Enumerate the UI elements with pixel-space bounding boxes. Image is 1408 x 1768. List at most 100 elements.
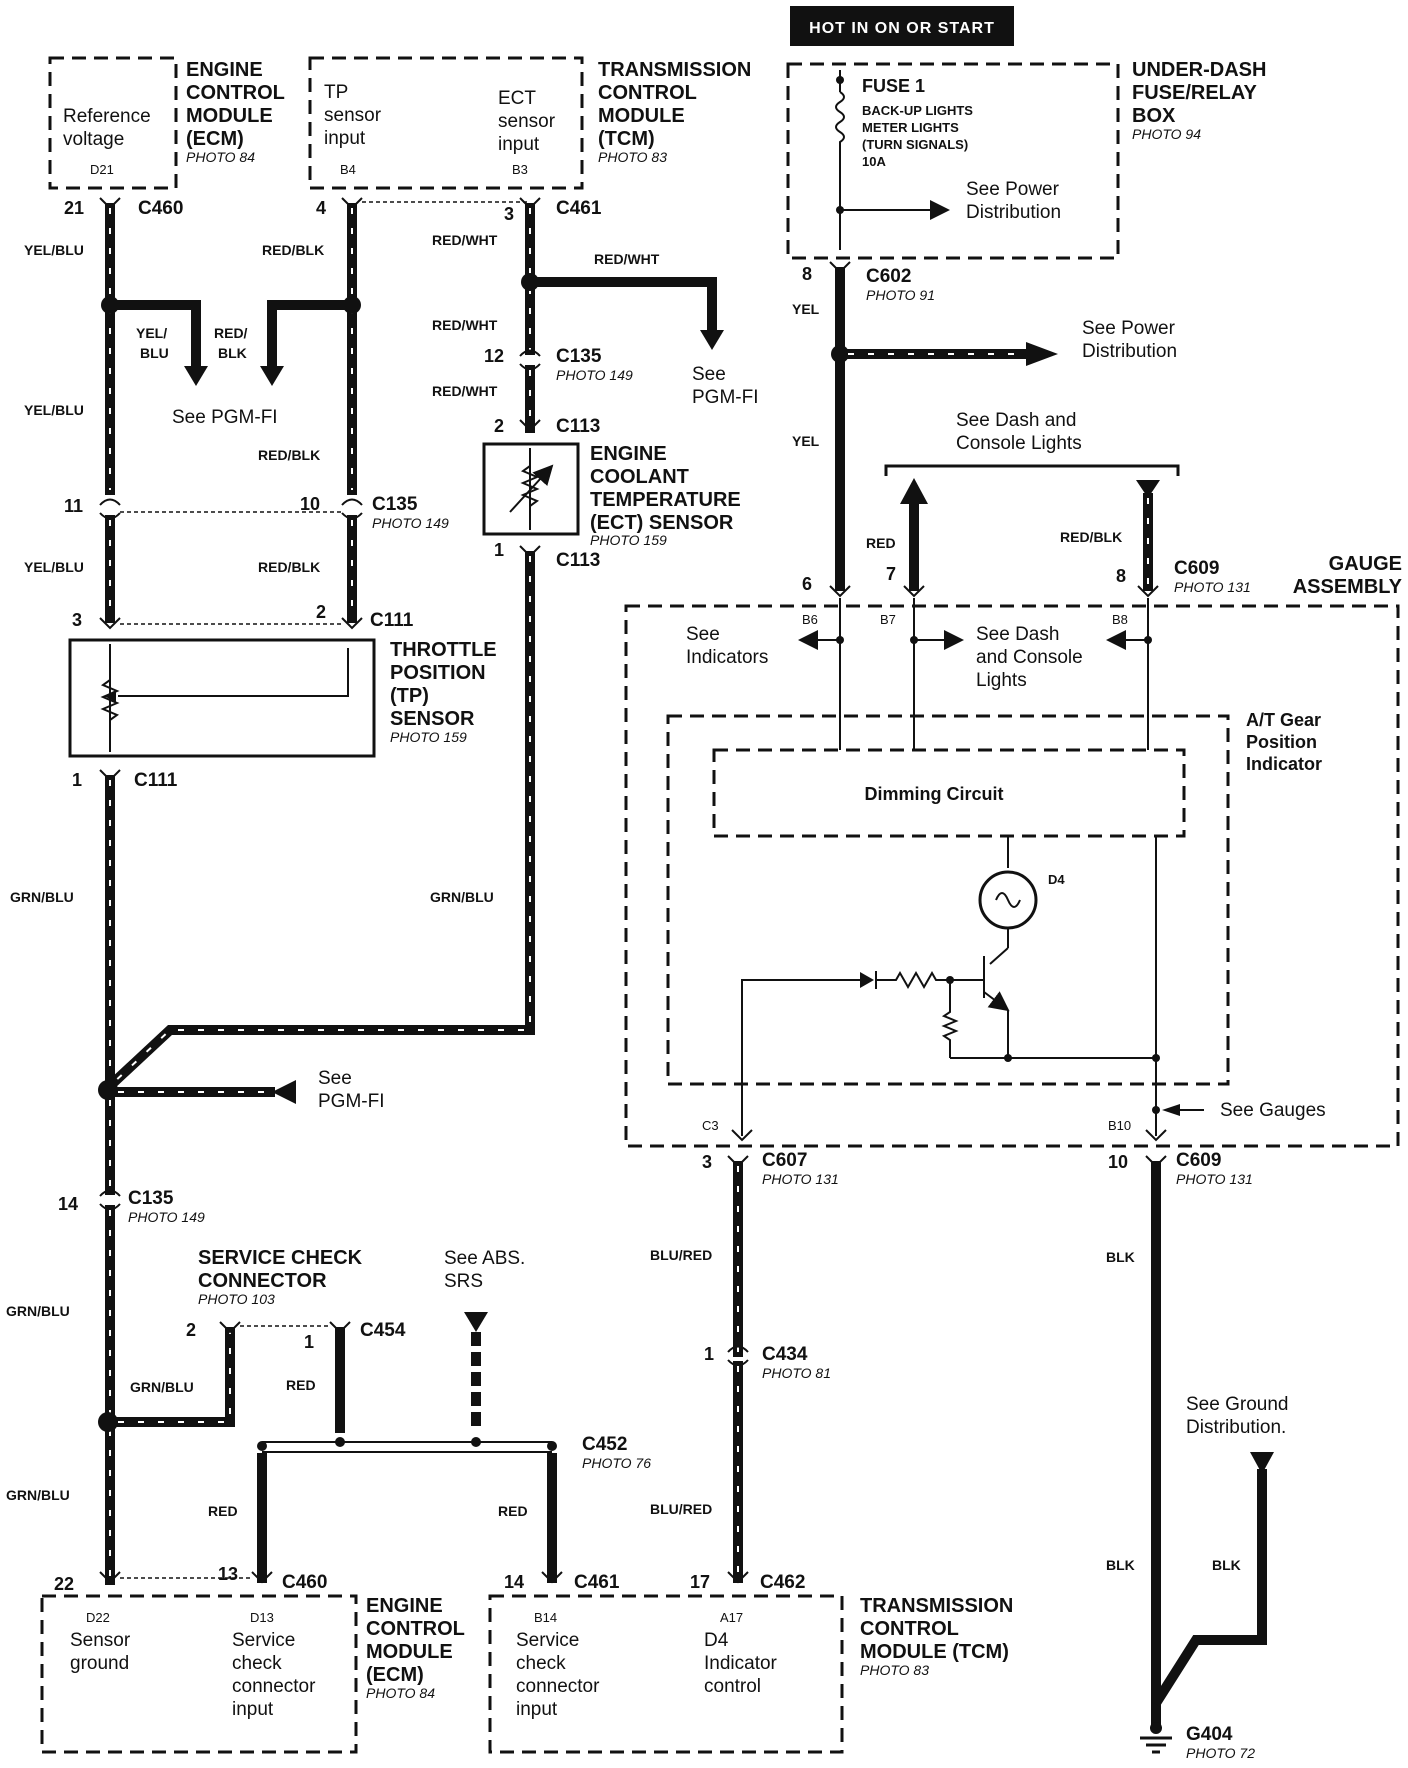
tcm-bottom-title-3: MODULE (TCM)	[860, 1641, 1009, 1663]
pin-c609-7: 7	[886, 564, 896, 584]
conn-c461-top: C461	[556, 198, 602, 219]
pin-21: 21	[64, 198, 84, 218]
fuse-title-3: BOX	[1132, 105, 1176, 127]
arrow-redwht-pgmfi	[700, 330, 724, 350]
arrow-redblk-pgmfi	[260, 366, 284, 386]
conn-c135-2: C135	[556, 346, 602, 367]
wire-label-yelblu-2: YEL/BLU	[24, 402, 84, 418]
dimming-circuit-box	[712, 748, 1186, 838]
gauge-pin-c3: C3	[702, 1118, 719, 1133]
tp-title-1: THROTTLE	[390, 639, 497, 661]
pin-c111-1: 1	[72, 770, 82, 790]
pin-c113-1: 1	[494, 540, 504, 560]
svc-conn: C454	[360, 1320, 406, 1341]
conn-c135-3-photo: PHOTO 149	[128, 1209, 205, 1225]
ect-photo: PHOTO 159	[590, 532, 667, 548]
wire-label-yelblu-1: YEL/BLU	[24, 242, 84, 258]
pin-12: 12	[484, 346, 504, 366]
conn-c460-top: C460	[138, 198, 183, 219]
ground-g404-photo: PHOTO 72	[1186, 1745, 1255, 1761]
ecm-pin-d21: D21	[90, 162, 114, 177]
wire-label-blured-1: BLU/RED	[650, 1247, 712, 1263]
see-pgm-fi-3a: See	[318, 1068, 352, 1089]
fuse-see-power-1: See Power	[966, 179, 1060, 200]
conn-c434: C434	[762, 1344, 808, 1365]
pin-10: 10	[300, 494, 320, 514]
tp-photo: PHOTO 159	[390, 729, 467, 745]
fuse-title-1: UNDER-DASH	[1132, 59, 1266, 81]
wire-label-yel-1: YEL	[792, 301, 820, 317]
hot-banner-text: HOT IN ON OR START	[809, 20, 995, 37]
see-ground-2: Distribution.	[1186, 1417, 1286, 1438]
ecm-bottom-title-1: ENGINE	[366, 1595, 443, 1617]
label-red-split-1: RED/	[214, 325, 248, 341]
see-gauges: See Gauges	[1220, 1100, 1326, 1121]
ecm-top-photo: PHOTO 84	[186, 149, 255, 165]
wire-grnblu-ect	[104, 551, 535, 1092]
see-pgm-fi-2a: See	[692, 364, 726, 385]
ecm-sensor-ground-2: ground	[70, 1653, 129, 1674]
ect-thermistor	[520, 465, 540, 507]
wire-redblk-branch	[267, 300, 349, 377]
tcm-d4-1: D4	[704, 1630, 729, 1651]
wire-label-grnblu-4: GRN/BLU	[130, 1379, 194, 1395]
ecm-svc-3: connector	[232, 1676, 316, 1697]
tcm-top-photo: PHOTO 83	[598, 149, 667, 165]
d4-label: D4	[1048, 872, 1065, 887]
tcm-pin-b3: B3	[512, 162, 528, 177]
wire-label-redwht-3: RED/WHT	[432, 317, 498, 333]
see-dash-2: and Console	[976, 647, 1083, 668]
fuse-see-power-2: Distribution	[966, 202, 1061, 223]
dash-bracket	[884, 464, 1180, 476]
tp-title-2: POSITION	[390, 662, 486, 684]
tcm-top-title-1: TRANSMISSION	[598, 59, 751, 81]
gauge-pin-b8: B8	[1112, 612, 1128, 627]
pin-c434-1: 1	[704, 1344, 714, 1364]
conn-c452-photo: PHOTO 76	[582, 1455, 651, 1471]
pin-c609-6: 6	[802, 574, 812, 594]
wire-grnblu-svc	[113, 1327, 235, 1427]
at-title-1: A/T Gear	[1246, 710, 1321, 730]
wire-label-grnblu-1: GRN/BLU	[10, 889, 74, 905]
tcm-top-title-4: (TCM)	[598, 128, 655, 150]
conn-c135-3: C135	[128, 1188, 174, 1209]
fuse-name: FUSE 1	[862, 76, 925, 96]
fuse-element	[835, 70, 845, 250]
label-yel-split-2: BLU	[140, 345, 169, 361]
ecm-top-title-3: MODULE	[186, 105, 273, 127]
pin-17: 17	[690, 1572, 710, 1592]
bias-resistor	[941, 980, 959, 1058]
at-title-3: Indicator	[1246, 754, 1322, 774]
see-indicators-2: Indicators	[686, 647, 768, 668]
conn-c602: C602	[866, 266, 911, 287]
pin-3: 3	[504, 204, 514, 224]
wire-label-redwht-1: RED/WHT	[432, 232, 498, 248]
tcm-svc-1: Service	[516, 1630, 579, 1651]
abs-arrow	[464, 1312, 488, 1332]
fuse-box	[786, 62, 1120, 260]
gauge-title-1: GAUGE	[1329, 553, 1402, 575]
tcm-top-title-3: MODULE	[598, 105, 685, 127]
pin-13: 13	[218, 1564, 238, 1584]
tp-title-3: (TP)	[390, 685, 429, 707]
arrow-red-up	[900, 478, 928, 504]
tcm-svc-2: check	[516, 1653, 566, 1674]
tcm-pin-b14: B14	[534, 1610, 557, 1625]
conn-c135-2-photo: PHOTO 149	[556, 367, 633, 383]
wire-label-redwht-2: RED/WHT	[594, 251, 660, 267]
ecm-pin-d22: D22	[86, 1610, 110, 1625]
ground-g404: G404	[1186, 1724, 1233, 1745]
wire-label-yelblu-3: YEL/BLU	[24, 559, 84, 575]
fuse-line-1: BACK-UP LIGHTS	[862, 103, 973, 118]
base-resistor	[876, 970, 984, 990]
see-dash-1: See Dash	[976, 624, 1059, 645]
conn-c609-bottom-photo: PHOTO 131	[1176, 1171, 1253, 1187]
wire-label-redblk-gauge: RED/BLK	[1060, 529, 1122, 545]
conn-c609-top: C609	[1174, 558, 1219, 579]
ecm-bottom-photo: PHOTO 84	[366, 1685, 435, 1701]
pin-c113-2: 2	[494, 416, 504, 436]
svc-pin-2: 2	[186, 1320, 196, 1340]
ecm-svc-1: Service	[232, 1630, 295, 1651]
fuse-node-top	[836, 76, 844, 84]
hot-banner-box	[790, 6, 1014, 46]
